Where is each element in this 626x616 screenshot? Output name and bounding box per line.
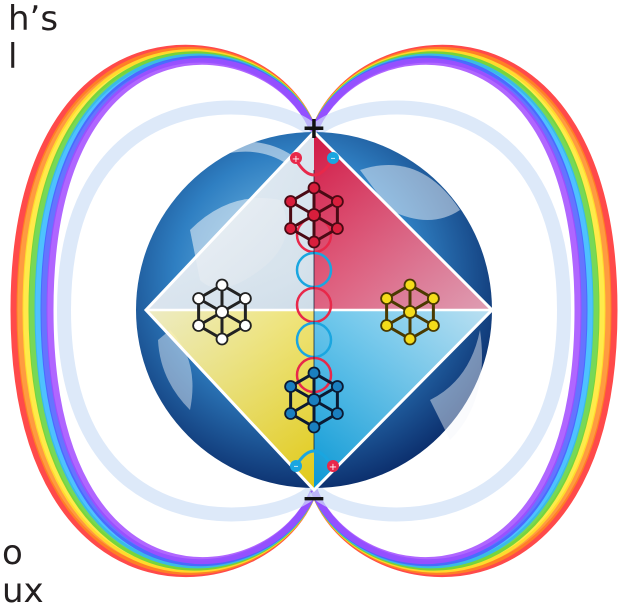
svg-text:–: – (294, 461, 299, 472)
bottom-pole-sign: − (301, 481, 326, 516)
svg-text:–: – (331, 153, 336, 164)
top-pole-sign: + (301, 111, 326, 146)
svg-text:+: + (329, 462, 337, 473)
svg-text:+: + (292, 154, 300, 165)
